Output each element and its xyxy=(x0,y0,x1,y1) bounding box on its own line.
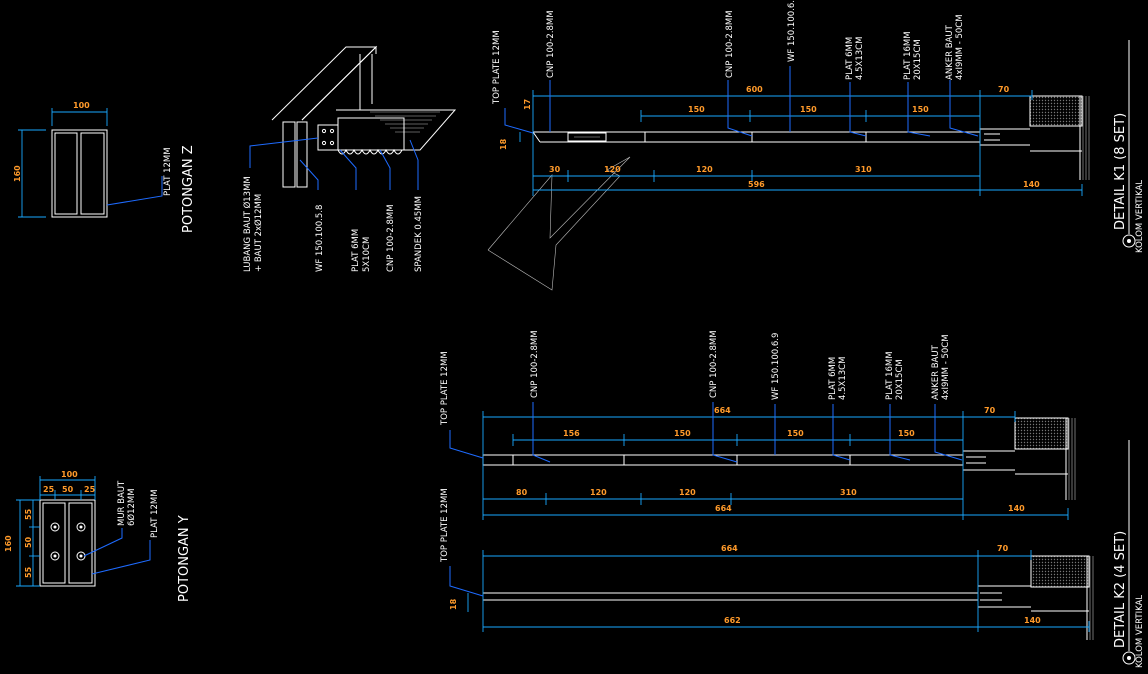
k1-dim-small-a: 17 xyxy=(523,99,532,110)
k1-plat6-label-2: 4.5X13CM xyxy=(855,37,865,80)
potongan-z-width-dim: 100 xyxy=(73,101,90,110)
k1-cnp-b-label: CNP 100-2.8MM xyxy=(725,10,735,78)
k1-dim-top-right: 70 xyxy=(998,85,1010,94)
k1-anker-label-2: 4xI9MM - 50CM xyxy=(955,14,965,80)
k1-dim-bottom-4: 310 xyxy=(855,165,872,174)
k2-dim-bottom-3: 120 xyxy=(679,488,696,497)
k2b-dim-bottom-total: 662 xyxy=(724,616,741,625)
iso-connection-detail: LUBANG BAUT Ø13MM + BAUT 2xØ12MM WF 150.… xyxy=(242,45,457,272)
k2-dim-spacing-1: 156 xyxy=(563,429,580,438)
potongan-z-title: POTONGAN Z xyxy=(181,145,196,233)
potongan-y-v-dim-1: 55 xyxy=(24,508,33,520)
potongan-y-width-dim: 100 xyxy=(61,470,78,479)
k2-dim-bottom-1: 80 xyxy=(516,488,528,497)
iso-lubang-label-1: LUBANG BAUT Ø13MM xyxy=(242,176,253,272)
k2-plat16-label-2: 20X15CM xyxy=(895,359,905,400)
k1-plat16-label-1: PLAT 16MM xyxy=(903,31,913,80)
k2-plat6-label-2: 4.5X13CM xyxy=(838,357,848,400)
k1-dim-bottom-total: 596 xyxy=(748,180,765,189)
k1-dim-bottom-right: 140 xyxy=(1023,180,1040,189)
iso-plat-label-1: PLAT 6MM xyxy=(351,229,361,272)
k1-cnp-a-label: CNP 100-2.8MM xyxy=(546,10,556,78)
k2b-dim-bottom-right: 140 xyxy=(1024,616,1041,625)
k1-anker-label-1: ANKER BAUT xyxy=(945,24,955,80)
iso-wf-label: WF 150.100.5.8 xyxy=(315,205,325,272)
k2-anker-label-1: ANKER BAUT xyxy=(931,344,941,400)
potongan-z-height-dim: 160 xyxy=(13,165,22,182)
potongan-y-plat-label: PLAT 12MM xyxy=(150,489,160,538)
detail-k2: 664 70 156 150 150 150 80 120 120 310 66… xyxy=(440,330,1145,668)
potongan-y-mur-label-1: MUR BAUT xyxy=(117,480,127,526)
potongan-y-title: POTONGAN Y xyxy=(177,515,192,602)
k2-cnp-b-label: CNP 100-2.8MM xyxy=(709,330,719,398)
k2-dim-top-total: 664 xyxy=(714,406,731,415)
k1-top-plate-label: TOP PLATE 12MM xyxy=(492,30,502,105)
potongan-y-sub-dim-1: 25 xyxy=(43,485,55,494)
k1-subtitle: KOLOM VERTIKAL xyxy=(1135,180,1145,253)
k1-dim-bottom-2: 120 xyxy=(604,165,621,174)
potongan-y-v-dim-3: 55 xyxy=(24,566,33,578)
potongan-y-v-dim-2: 50 xyxy=(24,536,33,548)
iso-lubang-label-2: + BAUT 2xØ12MM xyxy=(253,194,264,272)
k2-dim-spacing-2: 150 xyxy=(674,429,691,438)
iso-plat-label-2: 5X10CM xyxy=(362,237,372,272)
k2-dim-top-right: 70 xyxy=(984,406,996,415)
k2-title: DETAIL K2 (4 SET) xyxy=(1113,531,1128,648)
potongan-y-height-dim: 160 xyxy=(4,535,13,552)
k2-dim-bottom-total: 664 xyxy=(715,504,732,513)
k2b-dim-small: 18 xyxy=(449,598,458,610)
iso-spandek-label: SPANDEK 0.45MM xyxy=(414,196,424,272)
k1-plat16-label-2: 20X15CM xyxy=(913,39,923,80)
k2-subtitle: KOLOM VERTIKAL xyxy=(1135,595,1145,668)
k2-plat6-label-1: PLAT 6MM xyxy=(828,357,838,400)
k2-dim-spacing-4: 150 xyxy=(898,429,915,438)
k2-cnp-a-label: CNP 100-2.8MM xyxy=(530,330,540,398)
k2b-dim-top-total: 664 xyxy=(721,544,738,553)
k1-dim-spacing-2: 150 xyxy=(800,105,817,114)
k2-dim-spacing-3: 150 xyxy=(787,429,804,438)
iso-cnp-label: CNP 100-2.8MM xyxy=(386,204,396,272)
k1-title: DETAIL K1 (8 SET) xyxy=(1113,113,1128,230)
k2-dim-bottom-right: 140 xyxy=(1008,504,1025,513)
k2-plat16-label-1: PLAT 16MM xyxy=(885,351,895,400)
k1-dim-spacing-3: 150 xyxy=(912,105,929,114)
k1-dim-bottom-1: 30 xyxy=(549,165,561,174)
k2-top-plate-label: TOP PLATE 12MM xyxy=(440,351,450,426)
k2-dim-bottom-2: 120 xyxy=(590,488,607,497)
potongan-y-section: 100 25 50 25 160 55 50 55 MUR BAUT 6Ø12M… xyxy=(4,470,192,602)
k2-wf-label: WF 150.100.6.9 xyxy=(771,333,781,400)
k1-dim-top-total: 600 xyxy=(746,85,763,94)
k1-plat6-label-1: PLAT 6MM xyxy=(845,37,855,80)
potongan-z-section: 100 160 PLAT 12MM POTONGAN Z xyxy=(13,101,196,233)
k2-dim-bottom-4: 310 xyxy=(840,488,857,497)
k1-dim-small-b: 18 xyxy=(499,138,508,150)
k1-dim-spacing-1: 150 xyxy=(688,105,705,114)
potongan-y-sub-dim-3: 25 xyxy=(84,485,96,494)
k2b-top-plate-label: TOP PLATE 12MM xyxy=(440,488,450,563)
potongan-y-mur-label-2: 6Ø12MM xyxy=(126,488,137,526)
k2-anker-label-2: 4xI9MM - 50CM xyxy=(941,334,951,400)
potongan-z-plat-label: PLAT 12MM xyxy=(163,147,173,196)
k1-wf-label: WF 150.100.6.9 xyxy=(787,0,797,62)
detail-k1: 600 70 150 150 150 30 120 120 310 596 14… xyxy=(487,0,1145,291)
k2b-dim-top-right: 70 xyxy=(997,544,1009,553)
potongan-y-sub-dim-2: 50 xyxy=(62,485,74,494)
k1-dim-bottom-3: 120 xyxy=(696,165,713,174)
